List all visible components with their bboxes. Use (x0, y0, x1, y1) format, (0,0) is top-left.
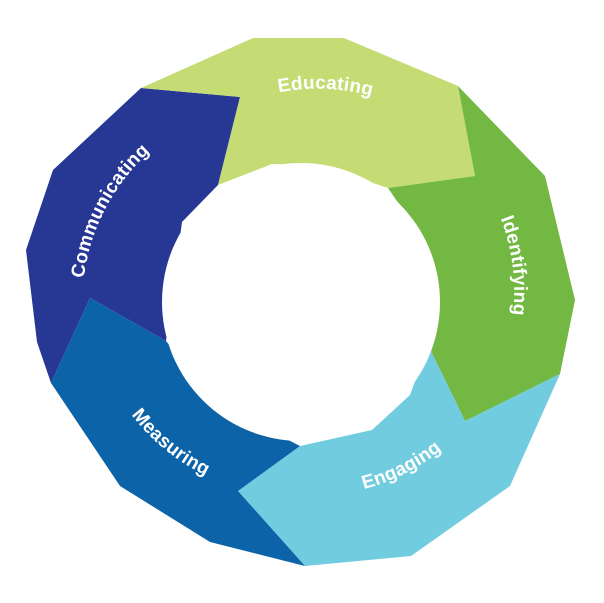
segment-measuring (51, 298, 305, 566)
center-hole (162, 163, 440, 441)
segments-layer (26, 38, 575, 566)
segment-engaging (238, 345, 560, 566)
segment-educating (141, 38, 475, 188)
segment-communicating (26, 88, 240, 383)
